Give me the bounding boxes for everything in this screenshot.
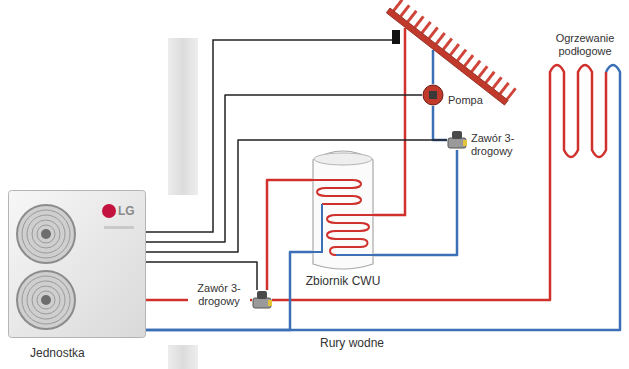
return-pipe [146, 160, 620, 330]
fan-ring [22, 276, 70, 324]
control-wire [146, 95, 422, 242]
valve-port [268, 300, 272, 306]
return-pipe [146, 252, 312, 330]
pump-body [423, 85, 443, 105]
wall-strip [168, 38, 198, 195]
fan-hub [41, 295, 51, 305]
fan-ring [27, 281, 65, 319]
hot-water-tank: Zbiornik CWU [312, 148, 374, 270]
outdoor-unit: LGJednostka [8, 190, 146, 338]
three-way-valve: Zawór 3-drogowy [252, 290, 272, 310]
fan-ring [37, 225, 55, 243]
solar-return-pipe [432, 50, 435, 84]
brand-text: LG [118, 204, 135, 218]
solar-coil-return [336, 254, 374, 256]
fan-ring [37, 291, 55, 309]
solar-coil [327, 215, 374, 255]
valve-body [448, 138, 466, 148]
valve-actuator [257, 291, 267, 299]
component-label: Zawór 3-drogowy [188, 282, 250, 308]
pump: Pompa [422, 84, 444, 106]
heating-loop [550, 65, 606, 160]
hot-water-tank-shape [312, 148, 374, 270]
fan-ring [32, 220, 60, 248]
sensor [392, 30, 400, 44]
unit-badge [104, 226, 134, 229]
pipe-label: Rury wodne [320, 336, 384, 350]
valve-port [463, 140, 467, 146]
three-way-valve: Zawór 3-drogowy [447, 130, 467, 150]
solar-supply-pipe [374, 28, 405, 215]
floor-heating-shape [548, 62, 622, 160]
fan-ring [22, 210, 70, 258]
fan-ring [27, 215, 65, 253]
fan-grille [17, 205, 75, 263]
component-label: Ogrzewanie podłogowe [545, 32, 625, 58]
heating-coil [312, 180, 361, 204]
fan-grille [17, 271, 75, 329]
valve-body [253, 298, 271, 308]
three-way-valve-shape [447, 130, 467, 150]
tank-top [314, 153, 372, 165]
component-label: Jednostka [30, 346, 85, 360]
heating-return [606, 65, 620, 160]
component-label: Pompa [448, 94, 498, 107]
component-label: Zbiornik CWU [293, 274, 393, 288]
solar-pipe [374, 150, 457, 255]
unit-housing [9, 191, 146, 338]
component-label: Zawór 3-drogowy [471, 132, 539, 158]
tank-body [313, 151, 373, 269]
fan-ring [32, 286, 60, 314]
control-wire [146, 140, 447, 252]
wall-strip [168, 345, 198, 369]
three-way-valve-shape [252, 290, 272, 310]
floor-heating: Ogrzewanie podłogowe [548, 62, 622, 160]
coil-return [312, 204, 322, 252]
pump-shape [422, 84, 444, 106]
pump-motor [429, 91, 437, 99]
fan-hub [41, 229, 51, 239]
brand-logo [102, 204, 116, 218]
valve-actuator [452, 131, 462, 139]
wire [146, 40, 392, 232]
solar-pipe [433, 106, 447, 140]
